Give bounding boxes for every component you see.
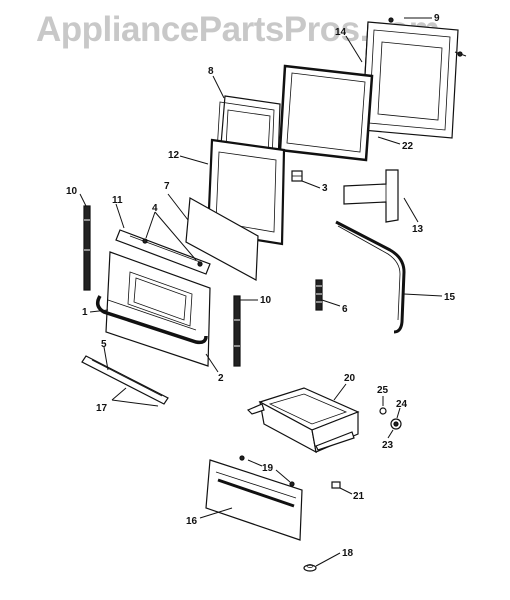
- callout-11: 11: [112, 195, 123, 206]
- callout-6: 6: [342, 304, 348, 315]
- callout-15: 15: [444, 292, 456, 303]
- part-outer-door: [96, 251, 211, 367]
- callout-7: 7: [164, 181, 170, 192]
- leader-lines: [79, 17, 443, 567]
- callout-2: 2: [218, 373, 224, 384]
- part-latch: [315, 279, 323, 311]
- part-glass-frame: [278, 64, 374, 162]
- part-door-trim-left: [83, 205, 91, 291]
- part-hinge-receptacle: [291, 170, 303, 182]
- part-vent-strip: [115, 229, 211, 275]
- callout-8: 8: [208, 66, 214, 77]
- callout-20: 20: [344, 373, 356, 384]
- part-fasteners: [379, 407, 402, 430]
- callout-4: 4: [152, 203, 158, 214]
- callout-10-right: 10: [260, 295, 272, 306]
- callout-labels: 9 14 8 22 12 3 7 13 10 11 4 10 6 15 1 2 …: [66, 13, 456, 559]
- part-bottom-trim: [81, 355, 169, 405]
- callout-17: 17: [96, 403, 108, 414]
- callout-18: 18: [342, 548, 354, 559]
- callout-3: 3: [322, 183, 328, 194]
- part-screw: [388, 17, 467, 57]
- part-insulation: [343, 169, 399, 223]
- part-drawer: [246, 387, 360, 454]
- callout-16: 16: [186, 516, 198, 527]
- callout-5: 5: [101, 339, 107, 350]
- callout-24: 24: [396, 399, 408, 410]
- callout-22: 22: [402, 141, 414, 152]
- callout-10-left: 10: [66, 186, 78, 197]
- callout-21: 21: [353, 491, 365, 502]
- part-door-trim-right: [233, 295, 241, 367]
- callout-12: 12: [168, 150, 180, 161]
- part-drawer-panel: [205, 455, 303, 541]
- callout-1: 1: [82, 307, 88, 318]
- callout-9: 9: [434, 13, 440, 24]
- callout-25: 25: [377, 385, 389, 396]
- part-door-glass: [185, 197, 259, 281]
- callout-13: 13: [412, 224, 424, 235]
- callout-23: 23: [382, 440, 394, 451]
- callout-14: 14: [335, 27, 347, 38]
- part-leveling-leg: [303, 564, 317, 572]
- part-outer-door-panel: [361, 21, 459, 139]
- part-clip: [331, 481, 341, 489]
- callout-19: 19: [262, 463, 274, 474]
- part-door-gasket: [335, 220, 406, 334]
